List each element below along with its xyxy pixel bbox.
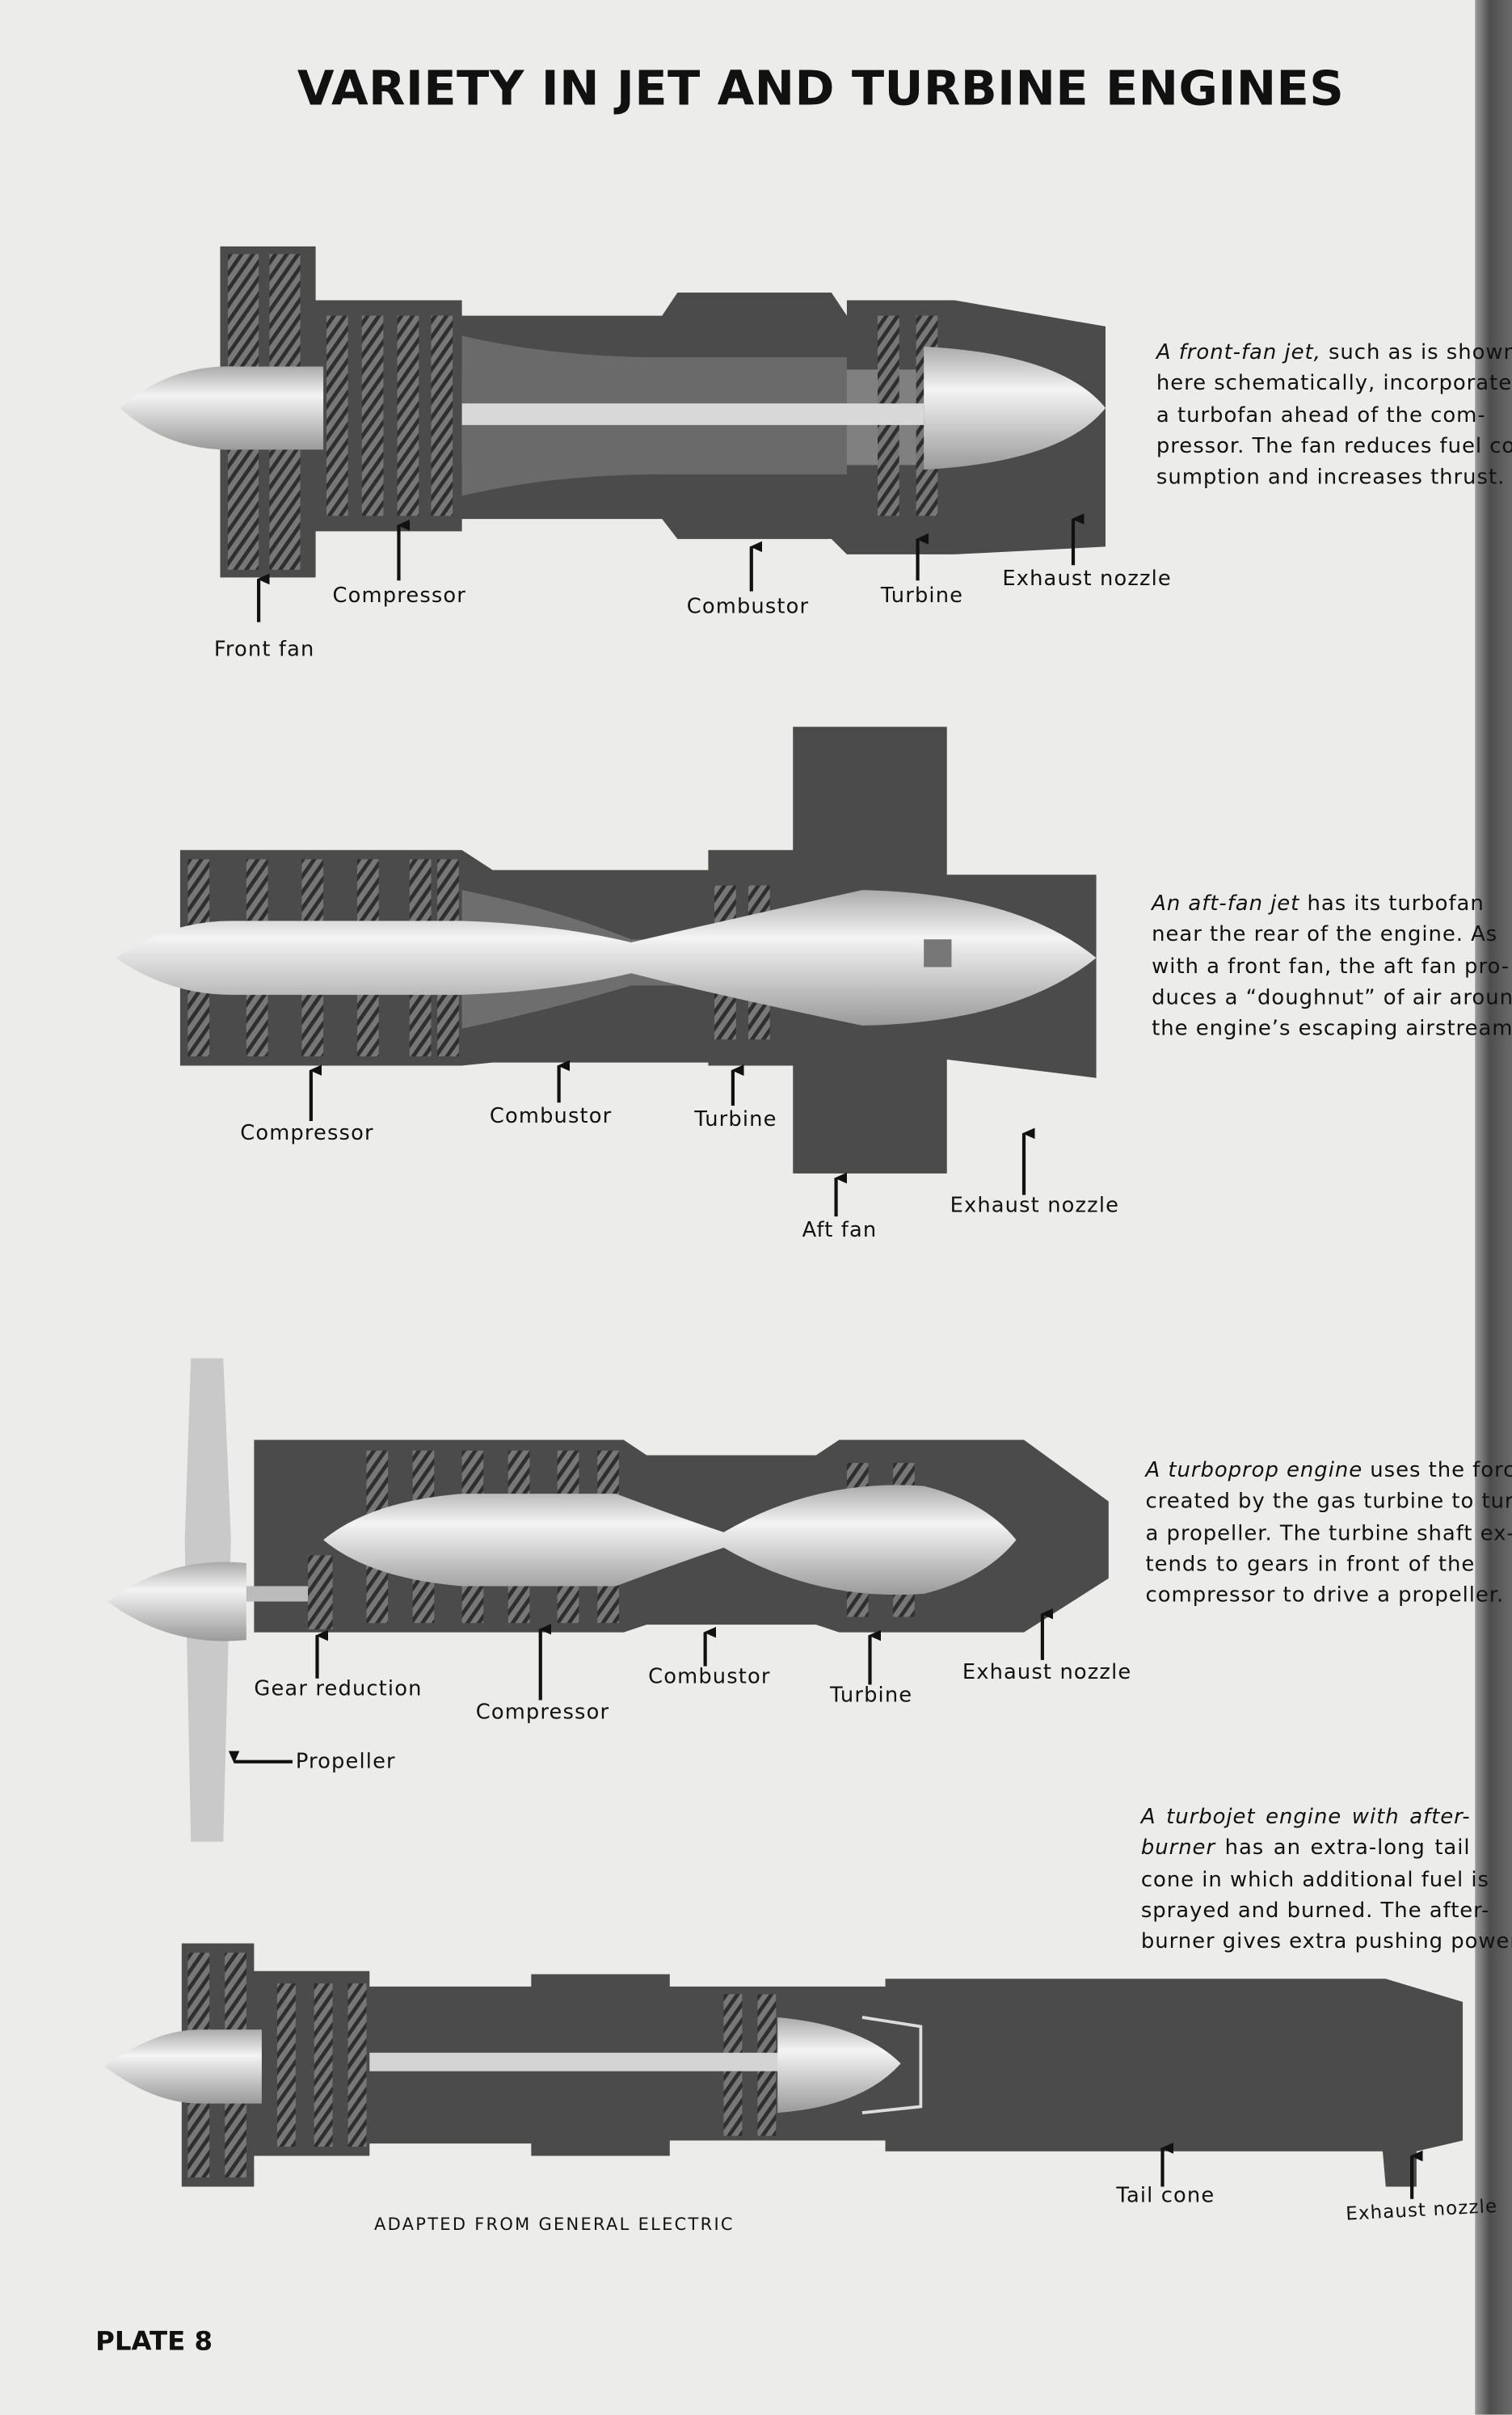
label-exhaust-nozzle: Exhaust nozzle	[950, 1193, 1120, 1219]
caption-front-fan: A front-fan jet, such as is shown here s…	[1156, 337, 1512, 493]
nose-cone	[120, 366, 324, 450]
label-combustor: Combustor	[489, 1104, 613, 1129]
caption-text: has its turbofan	[1299, 891, 1485, 917]
label-compressor: Compressor	[475, 1700, 610, 1725]
caption-turbojet: A turbojet engine with after- burner has…	[1140, 1802, 1512, 1958]
label-combustor: Combustor	[648, 1664, 771, 1690]
caption-line: the engine’s escaping airstream.	[1152, 1016, 1512, 1042]
aft-fan-engine	[115, 727, 1097, 1174]
shaft	[461, 403, 924, 425]
plate-number: PLATE 8	[95, 2326, 213, 2358]
label-gear-reduction: Gear reduction	[254, 1676, 423, 1702]
label-turbine: Turbine	[694, 1106, 777, 1132]
caption-text: has an extra-long tail	[1215, 1835, 1471, 1861]
gear-reduction	[308, 1555, 333, 1629]
caption-line: a turbofan ahead of the com-	[1156, 402, 1486, 428]
caption-lead: A front-fan jet,	[1156, 340, 1321, 365]
caption-line: a propeller. The turbine shaft ex-	[1145, 1520, 1512, 1546]
core-body	[323, 1485, 1017, 1595]
caption-line: duces a “doughnut” of air around	[1152, 985, 1512, 1010]
label-turbine: Turbine	[880, 584, 964, 609]
label-turbine: Turbine	[829, 1683, 913, 1708]
caption-lead: A turbojet engine with after-	[1140, 1805, 1471, 1830]
caption-lead: A turboprop engine	[1145, 1458, 1363, 1483]
label-tail-cone: Tail cone	[1116, 2183, 1215, 2209]
caption-lead: burner	[1140, 1835, 1216, 1861]
tail-cone	[777, 2017, 901, 2114]
core-body	[115, 890, 1097, 1026]
caption-line: compressor to drive a propeller.	[1145, 1583, 1505, 1608]
caption-line: cone in which additional fuel is	[1140, 1867, 1489, 1892]
book-spine-shadow	[1475, 0, 1512, 2415]
label-exhaust-nozzle: Exhaust nozzle	[1002, 567, 1172, 592]
tail-cone	[924, 346, 1106, 470]
caption-line: with a front fan, the aft fan pro-	[1152, 954, 1510, 979]
caption-line: near the rear of the engine. As	[1152, 922, 1498, 948]
label-front-fan: Front fan	[213, 637, 315, 663]
label-aft-fan: Aft fan	[802, 1218, 878, 1243]
turboprop-engine	[107, 1358, 1109, 1842]
caption-line: created by the gas turbine to turn	[1145, 1489, 1512, 1515]
label-propeller: Propeller	[295, 1749, 396, 1774]
label-exhaust-nozzle: Exhaust nozzle	[962, 1659, 1132, 1685]
nose-cone	[104, 2029, 262, 2104]
front-fan-engine	[120, 246, 1106, 578]
label-compressor: Compressor	[332, 584, 467, 609]
caption-line: sprayed and burned. The after-	[1140, 1899, 1490, 1924]
caption-line: pressor. The fan reduces fuel con-	[1156, 434, 1512, 459]
caption-turboprop: A turboprop engine uses the force create…	[1145, 1456, 1512, 1612]
turbojet-afterburner-engine	[104, 1943, 1464, 2187]
caption-text: such as is shown	[1320, 340, 1512, 365]
caption-line: tends to gears in front of the	[1145, 1552, 1476, 1577]
page-title: VARIETY IN JET AND TURBINE ENGINES	[297, 61, 1345, 117]
caption-aft-fan: An aft-fan jet has its turbofan near the…	[1152, 888, 1512, 1044]
caption-lead: An aft-fan jet	[1152, 891, 1300, 917]
caption-text: uses the force	[1370, 1458, 1512, 1483]
source-credit: ADAPTED FROM GENERAL ELECTRIC	[373, 2214, 735, 2235]
label-combustor: Combustor	[686, 594, 810, 619]
shaft	[369, 2052, 832, 2072]
caption-line: sumption and increases thrust.	[1156, 465, 1506, 491]
caption-line: burner gives extra pushing power.	[1140, 1929, 1512, 1955]
label-compressor: Compressor	[240, 1121, 374, 1146]
caption-line: here schematically, incorporates	[1156, 371, 1512, 397]
spinner	[107, 1562, 246, 1642]
